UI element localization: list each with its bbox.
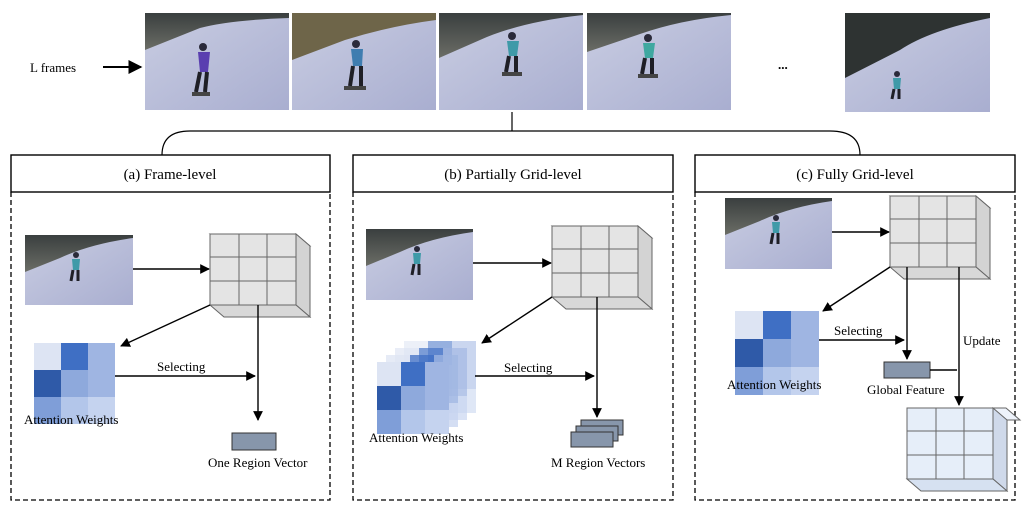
panel-partially-grid-level: (b) Partially Grid-level Attention Weigh… xyxy=(352,154,674,501)
attention-cell xyxy=(735,311,763,339)
panel-c-selecting-label: Selecting xyxy=(834,323,883,338)
attention-cell xyxy=(735,339,763,367)
attention-cell xyxy=(791,311,819,339)
attention-cell xyxy=(88,343,115,370)
attention-cell xyxy=(401,362,425,386)
attention-cell xyxy=(763,311,791,339)
attention-cell xyxy=(425,386,449,410)
panel-c-header xyxy=(694,154,1016,193)
frame-3 xyxy=(439,13,583,110)
panel-b-border xyxy=(352,192,674,501)
attention-cell xyxy=(88,370,115,397)
panel-frame-level: (a) Frame-level Attention Weights Select… xyxy=(10,154,331,501)
panel-b-header xyxy=(352,154,674,193)
panel-b-frame xyxy=(366,229,473,300)
attention-cell xyxy=(61,343,88,370)
panel-c-title: (c) Fully Grid-level xyxy=(796,167,913,183)
panel-a-feature-cube xyxy=(208,232,312,319)
panel-a-frame xyxy=(25,235,133,305)
panel-b-region-vectors xyxy=(570,419,624,448)
panel-c-to-weights-arrow xyxy=(822,266,891,312)
panel-c-global-feature xyxy=(883,361,931,379)
panel-a-title: (a) Frame-level xyxy=(124,167,217,183)
panel-b-weights-label: Attention Weights xyxy=(369,430,463,445)
attention-cell xyxy=(61,397,88,424)
attention-cell xyxy=(791,339,819,367)
panel-a-selecting-label: Selecting xyxy=(157,359,206,374)
panel-c-border xyxy=(694,192,1016,501)
panel-a-output-label: One Region Vector xyxy=(208,455,308,470)
panel-b-output-label: M Region Vectors xyxy=(551,455,645,470)
attention-cell xyxy=(791,367,819,395)
attention-cell xyxy=(763,339,791,367)
panel-c-update-label: Update xyxy=(963,333,1001,348)
attention-cell xyxy=(377,386,401,410)
attention-cell xyxy=(61,370,88,397)
frame-1 xyxy=(145,13,289,110)
l-frames-label: L frames xyxy=(30,60,76,75)
attention-cell xyxy=(88,397,115,424)
panel-a-region-vector xyxy=(231,432,277,451)
panel-c-updated-cube xyxy=(905,406,1022,493)
panel-c-global-label: Global Feature xyxy=(867,382,945,397)
attention-cell xyxy=(735,367,763,395)
panel-c-weights-label: Attention Weights xyxy=(727,377,821,392)
panel-b-attention-stack xyxy=(377,341,476,434)
panel-b-attention-weights xyxy=(377,362,449,434)
panel-a-to-weights-arrow xyxy=(120,304,211,347)
attention-cell xyxy=(425,362,449,386)
panel-a-header xyxy=(10,154,331,193)
panel-a-border xyxy=(10,192,331,501)
frame-4 xyxy=(587,13,731,110)
attention-cell xyxy=(34,343,61,370)
panel-b-to-weights-arrow xyxy=(481,296,553,344)
panel-a-attention-weights xyxy=(34,343,115,424)
frames-ellipsis: ... xyxy=(778,57,788,72)
panel-fully-grid-level: (c) Fully Grid-level Update Attention We… xyxy=(694,154,1022,501)
panel-a-weights-label: Attention Weights xyxy=(24,412,118,427)
attention-cell xyxy=(425,410,449,434)
panel-b-feature-cube xyxy=(550,224,654,311)
attention-cell xyxy=(34,397,61,424)
attention-cell xyxy=(401,410,425,434)
frames-brace xyxy=(161,112,861,156)
attention-cell xyxy=(377,410,401,434)
attention-cell xyxy=(401,386,425,410)
attention-cell xyxy=(763,367,791,395)
attention-cell xyxy=(377,362,401,386)
panel-b-title: (b) Partially Grid-level xyxy=(444,167,581,183)
panel-c-frame xyxy=(725,198,832,269)
frame-2 xyxy=(292,13,436,110)
attention-cell xyxy=(34,370,61,397)
panel-c-attention-weights xyxy=(735,311,819,395)
panel-c-feature-cube xyxy=(888,194,992,281)
panel-b-selecting-label: Selecting xyxy=(504,360,553,375)
frame-l xyxy=(845,13,990,112)
